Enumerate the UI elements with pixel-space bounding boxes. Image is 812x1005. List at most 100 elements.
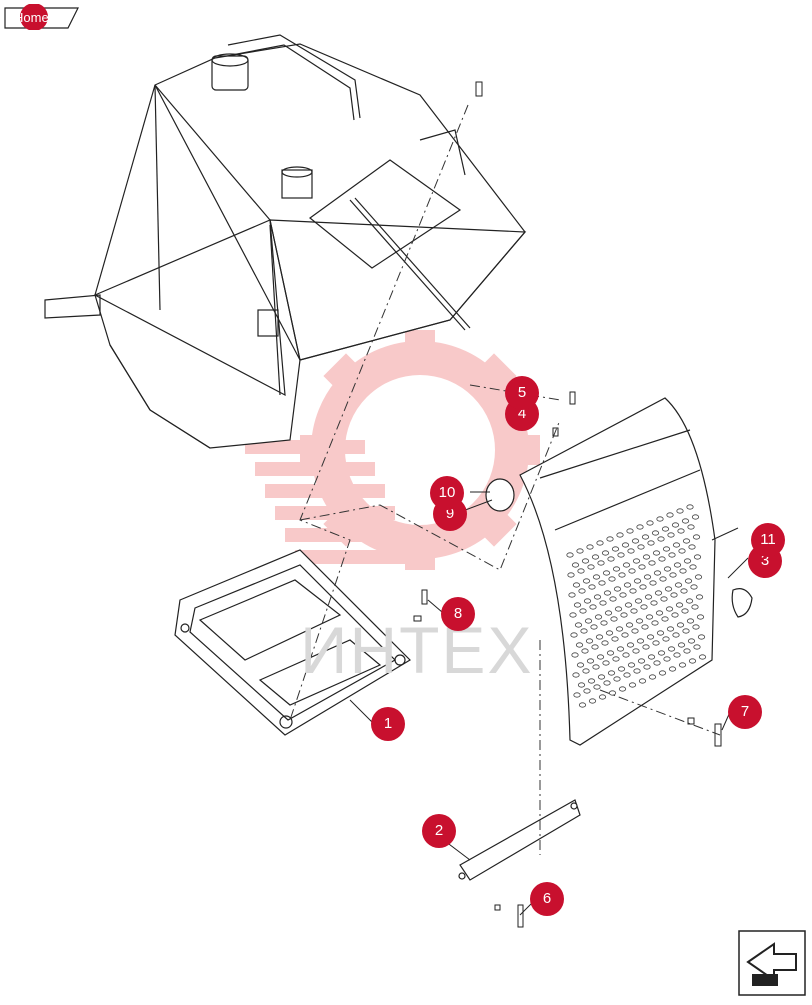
screen-hole (567, 572, 575, 578)
screen-hole (621, 632, 629, 638)
screen-hole (634, 598, 643, 604)
screen-hole (625, 622, 634, 628)
screen-hole (621, 542, 630, 548)
watermark-text: ИНТЕХ (300, 613, 534, 687)
screen-hole (584, 618, 593, 624)
screen-hole (694, 574, 703, 580)
screen-hole (593, 684, 601, 690)
screen-hole (569, 612, 577, 618)
callout-6[interactable]: 6 (530, 882, 564, 916)
screen-hole (597, 674, 606, 680)
screen-hole (633, 578, 642, 584)
screen-hole (687, 638, 696, 644)
screen-hole (657, 650, 666, 656)
screen-hole (636, 524, 644, 530)
screen-hole (571, 652, 579, 658)
callout-2[interactable]: 2 (422, 814, 456, 848)
screen-hole (674, 582, 683, 588)
screen-hole (681, 518, 690, 524)
screen-hole (638, 678, 647, 684)
screen-hole (596, 540, 604, 546)
screen-hole (688, 544, 696, 550)
screen-hole (691, 604, 699, 610)
callout-8[interactable]: 8 (441, 597, 475, 631)
screen-hole (642, 644, 650, 650)
screen-hole (586, 658, 595, 664)
screen-hole (609, 596, 617, 602)
screen-hole (591, 644, 599, 650)
screen-hole (653, 570, 662, 576)
screen-hole (690, 584, 698, 590)
screen-hole (574, 622, 583, 628)
screen-hole (582, 578, 591, 584)
screen-hole (596, 654, 605, 660)
screen-hole (656, 516, 664, 522)
screen-hole (652, 640, 660, 646)
screen-hole (588, 698, 597, 704)
screen-hole (607, 670, 616, 676)
screen-hole (582, 668, 590, 674)
screen-hole (635, 618, 644, 624)
screen-hole (668, 552, 676, 558)
screen-hole (651, 620, 659, 626)
screen-hole (665, 606, 674, 612)
screen-hole (666, 512, 674, 518)
screen-hole (592, 664, 600, 670)
screen-hole (581, 558, 590, 564)
screen-hole (673, 652, 681, 658)
screen-hole (623, 672, 631, 678)
callout-11[interactable]: 11 (751, 523, 785, 557)
screen-hole (593, 594, 602, 600)
screen-hole (624, 602, 633, 608)
next-page-button[interactable] (738, 930, 806, 996)
screen-hole (617, 552, 625, 558)
screen-hole (650, 600, 658, 606)
home-label: Home (14, 10, 49, 25)
screen-hole (617, 666, 626, 672)
home-tab-icon (4, 4, 79, 30)
screen-hole (642, 554, 651, 560)
screen-hole (653, 660, 661, 666)
screen-hole (646, 634, 655, 640)
screen-hole (687, 524, 695, 530)
screen-hole (587, 678, 596, 684)
callout-7[interactable]: 7 (728, 695, 762, 729)
screen-hole (666, 626, 675, 632)
screen-hole (672, 632, 680, 638)
screen-hole (667, 532, 675, 538)
screen-hole (598, 580, 606, 586)
screen-hole (692, 624, 700, 630)
screen-hole (659, 576, 667, 582)
screen-hole (654, 590, 663, 596)
screen-hole (606, 650, 615, 656)
screen-hole (675, 602, 684, 608)
home-button[interactable]: Home (4, 4, 80, 30)
screen-hole (601, 640, 609, 646)
screen-hole (619, 592, 627, 598)
screen-hole (683, 648, 691, 654)
callout-1[interactable]: 1 (371, 707, 405, 741)
screen-hole (579, 608, 587, 614)
screen-hole (692, 534, 701, 540)
screen-hole (618, 572, 626, 578)
screen-hole (638, 564, 646, 570)
screen-hole (662, 546, 671, 552)
screen-hole (631, 628, 639, 634)
screen-hole (683, 558, 692, 564)
screen-hole (637, 658, 646, 664)
screen-hole (655, 610, 664, 616)
screen-hole (636, 638, 645, 644)
screen-hole (663, 566, 672, 572)
screen-hole (693, 644, 701, 650)
screen-hole (649, 580, 657, 586)
callout-5[interactable]: 5 (505, 376, 539, 410)
screen-hole (678, 548, 686, 554)
screen-hole (697, 634, 706, 640)
screen-hole (637, 544, 645, 550)
callout-10[interactable]: 10 (430, 476, 464, 510)
screen-hole (661, 526, 670, 532)
screen-hole (676, 622, 685, 628)
screen-hole (657, 536, 665, 542)
screen-hole (594, 614, 603, 620)
screen-hole (630, 608, 638, 614)
